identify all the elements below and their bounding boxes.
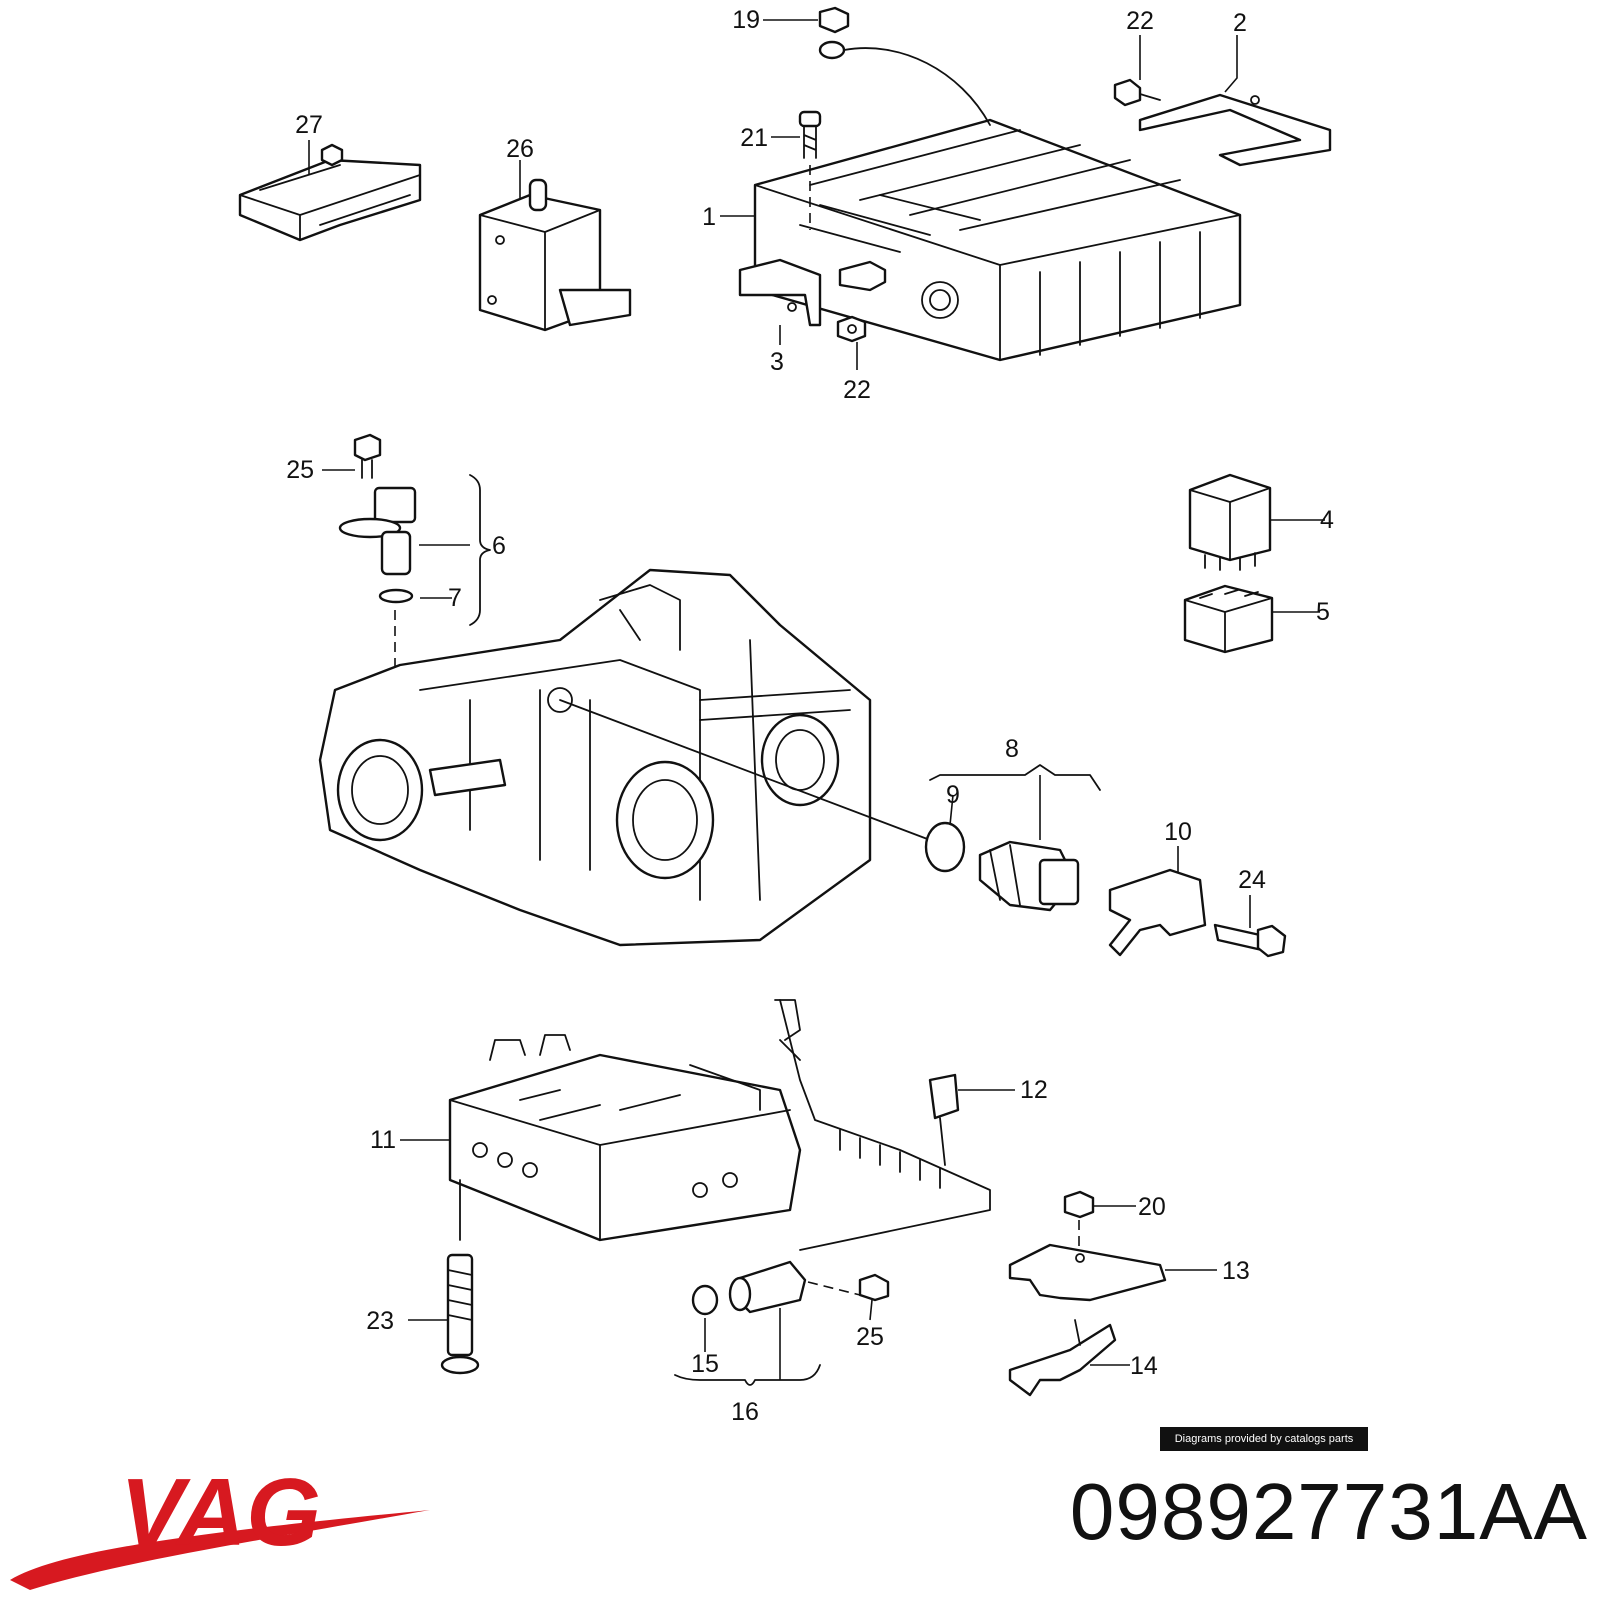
part-26-solenoid xyxy=(478,178,632,332)
vag-logo: VAG xyxy=(10,1459,430,1590)
logo-text: VAG xyxy=(120,1459,321,1566)
part-21-screw xyxy=(798,110,822,230)
part-10-clip xyxy=(1108,868,1207,957)
callout-11: 11 xyxy=(370,1126,396,1154)
part-23-long-bolt xyxy=(440,1179,480,1375)
callout-4: 4 xyxy=(1320,506,1334,534)
part-22-nut-bottom xyxy=(836,315,867,343)
callout-6: 6 xyxy=(492,532,506,560)
callout-23: 23 xyxy=(366,1307,394,1335)
callout-13: 13 xyxy=(1222,1257,1250,1285)
transmission-housing xyxy=(318,568,931,947)
part-2-bracket xyxy=(1138,93,1332,167)
callout-2: 2 xyxy=(1233,9,1247,37)
callout-16: 16 xyxy=(731,1398,759,1426)
part-13-locking-plate xyxy=(1008,1243,1167,1302)
callout-21: 21 xyxy=(740,124,768,152)
callout-9: 9 xyxy=(946,781,960,809)
part-24-bolt xyxy=(1213,923,1287,958)
part-12-wiring-harness xyxy=(774,999,991,1251)
part-5-relay-socket xyxy=(1183,584,1274,654)
part-6-speed-sensor xyxy=(338,433,491,670)
part-1-control-unit xyxy=(753,118,1242,362)
part-14-lock-plate xyxy=(1008,1319,1117,1397)
callout-25-top: 25 xyxy=(286,456,314,484)
callout-10: 10 xyxy=(1164,818,1192,846)
part-number: 098927731AA xyxy=(1069,1467,1588,1556)
part-4-relay xyxy=(1188,473,1272,571)
callout-27: 27 xyxy=(295,111,323,139)
callout-1: 1 xyxy=(702,203,716,231)
callout-labels: 19 22 2 21 1 3 22 27 26 25 6 7 4 5 8 9 1… xyxy=(286,6,1334,1426)
part-20-nut xyxy=(1063,1190,1095,1250)
part-8-sender xyxy=(924,764,1101,912)
callout-20: 20 xyxy=(1138,1193,1166,1221)
callout-12: 12 xyxy=(1020,1076,1048,1104)
part-27-bracket xyxy=(238,143,422,242)
leader-lines xyxy=(308,19,1325,1380)
part-16-sensor xyxy=(674,1260,890,1386)
part-22-bolt-top xyxy=(1113,78,1161,107)
callout-8: 8 xyxy=(1005,735,1019,763)
callout-15: 15 xyxy=(691,1350,719,1378)
callout-24: 24 xyxy=(1238,866,1266,894)
logo-swoosh xyxy=(10,1510,430,1590)
callout-14: 14 xyxy=(1130,1352,1158,1380)
part-19-nut-cable xyxy=(818,6,991,126)
callout-5: 5 xyxy=(1316,598,1330,626)
callout-22-bottom: 22 xyxy=(843,376,871,404)
part-11-valve-body xyxy=(448,1034,802,1242)
callout-3: 3 xyxy=(770,348,784,376)
callout-19: 19 xyxy=(732,6,760,34)
part-3-bracket xyxy=(738,258,887,327)
callout-22-top: 22 xyxy=(1126,7,1154,35)
callout-7: 7 xyxy=(448,584,462,612)
callout-25-bottom: 25 xyxy=(856,1323,884,1351)
callout-26: 26 xyxy=(506,135,534,163)
credit-badge: Diagrams provided by catalogs parts xyxy=(1160,1427,1368,1451)
